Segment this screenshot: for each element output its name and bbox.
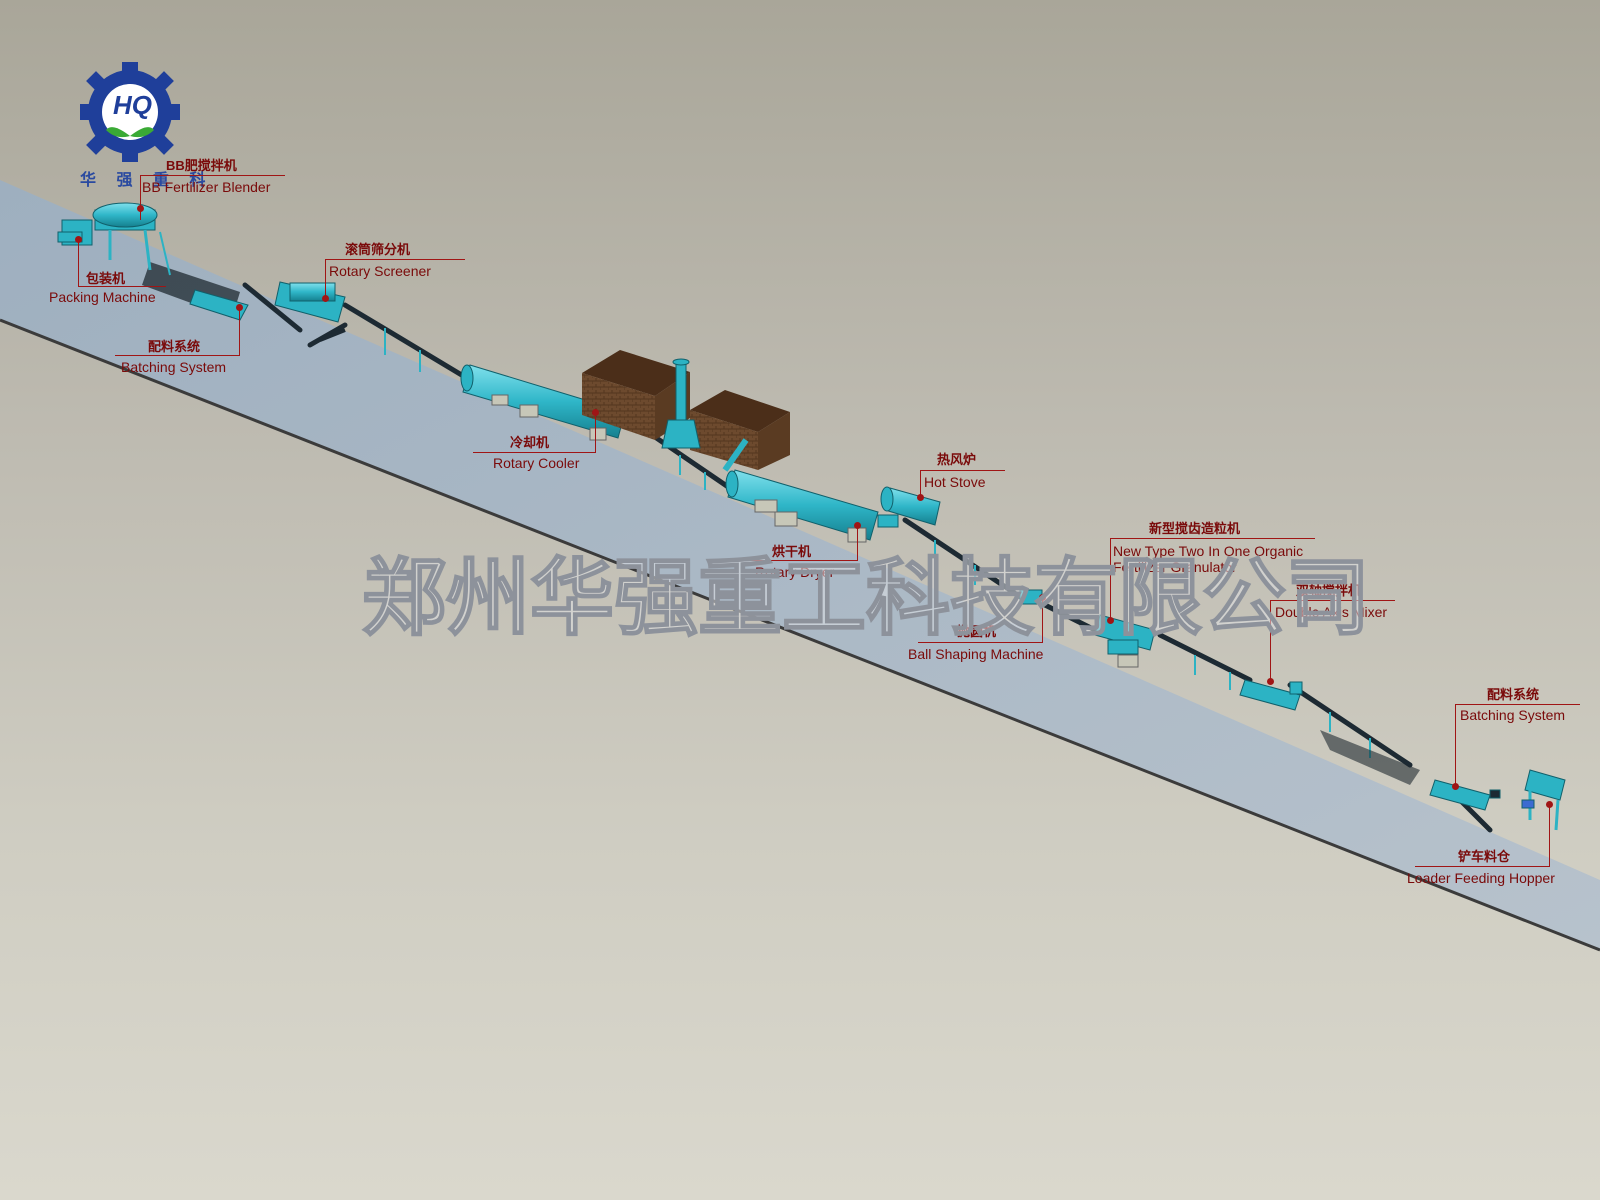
batching-left-machine [189, 289, 249, 321]
batching-right-label-en: Batching System [1460, 707, 1566, 723]
hopper-label-en: Loader Feeding Hopper [1407, 870, 1555, 886]
leader-dot [1039, 594, 1046, 601]
leader-line [115, 355, 240, 356]
leader-line [78, 240, 79, 286]
pit-right [1320, 730, 1420, 785]
dryer-label-en: Rotary Dryer [755, 564, 835, 580]
leader-line [1415, 866, 1550, 867]
leader-dot [1452, 783, 1459, 790]
leader-line [325, 259, 326, 299]
leader-line [918, 642, 1043, 643]
leader-dot [322, 295, 329, 302]
leader-line [1455, 704, 1580, 705]
ball-shaping-label-en: Ball Shaping Machine [908, 646, 1044, 662]
leader-dot [137, 205, 144, 212]
company-logo [80, 62, 180, 162]
leader-dot [854, 522, 861, 529]
leader-line [595, 413, 596, 453]
packing-label-cn: 包装机 [86, 271, 126, 286]
leader-line [740, 560, 858, 561]
leader-dot [1267, 678, 1274, 685]
loader-hopper-machine [1521, 769, 1566, 831]
gear-icon [80, 62, 180, 162]
leader-line [325, 259, 465, 260]
conveyor-supports [384, 328, 1371, 758]
leader-line [473, 452, 596, 453]
floor-band [0, 180, 1600, 950]
leader-dot [917, 494, 924, 501]
batching-right-label-cn: 配料系统 [1487, 687, 1540, 702]
leader-dot [592, 409, 599, 416]
leader-line [857, 526, 858, 561]
bb-blender-machine [57, 202, 171, 276]
double-axis-mixer-machine [1239, 679, 1303, 711]
leader-line [1549, 805, 1550, 867]
mixer-label-en: Double Axis Mixer [1275, 604, 1388, 620]
leader-dot [75, 236, 82, 243]
leader-line [920, 470, 921, 498]
batching-right-machine [1429, 779, 1501, 811]
batching-left-label-en: Batching System [121, 359, 227, 375]
bb-blender-label-en: BB Fertilizer Blender [142, 179, 271, 195]
packing-label-en: Packing Machine [49, 289, 156, 305]
logo-text: 华 强 重 科 [80, 172, 214, 189]
building-right [690, 390, 790, 470]
cooler-label-en: Rotary Cooler [493, 455, 580, 471]
leaf-icon [106, 127, 154, 138]
hot-stove-label-cn: 热风炉 [937, 452, 977, 467]
hot-stove-label-en: Hot Stove [924, 474, 986, 490]
bb-blender-label-cn: BB肥搅拌机 [166, 158, 237, 173]
leader-line [1455, 704, 1456, 786]
floor-edge [0, 318, 1600, 952]
granulator-label-en: New Type Two In One Organic Fertilizer G… [1113, 543, 1304, 575]
leader-line [140, 175, 285, 176]
mixer-label-cn: 双轴搅拌机 [1296, 583, 1362, 598]
screener-label-en: Rotary Screener [329, 263, 431, 279]
ball-shaping-label-cn: 抛圆机 [957, 624, 997, 639]
leader-line [920, 470, 1005, 471]
leader-line [1270, 600, 1271, 682]
leader-line [140, 175, 141, 220]
company-watermark: 郑州华强重工科技有限公司 [361, 549, 1371, 647]
leader-line [1110, 538, 1111, 620]
cooler-label-cn: 冷却机 [510, 435, 550, 450]
logo-monogram: HQ [113, 90, 152, 120]
leader-dot [236, 304, 243, 311]
leader-line [78, 286, 166, 287]
dryer-label-cn: 烘干机 [772, 544, 812, 559]
dust-chimney [661, 358, 749, 472]
hopper-label-cn: 铲车料仓 [1458, 849, 1511, 864]
granulator-label-cn: 新型搅齿造粒机 [1149, 521, 1241, 536]
batching-left-label-cn: 配料系统 [148, 339, 201, 354]
leader-line [1270, 600, 1395, 601]
leader-line [1110, 538, 1315, 539]
leader-line [1042, 598, 1043, 643]
leader-dot [1546, 801, 1553, 808]
screener-label-cn: 滚筒筛分机 [345, 242, 411, 257]
leader-line [239, 308, 240, 355]
leader-dot [1107, 617, 1114, 624]
